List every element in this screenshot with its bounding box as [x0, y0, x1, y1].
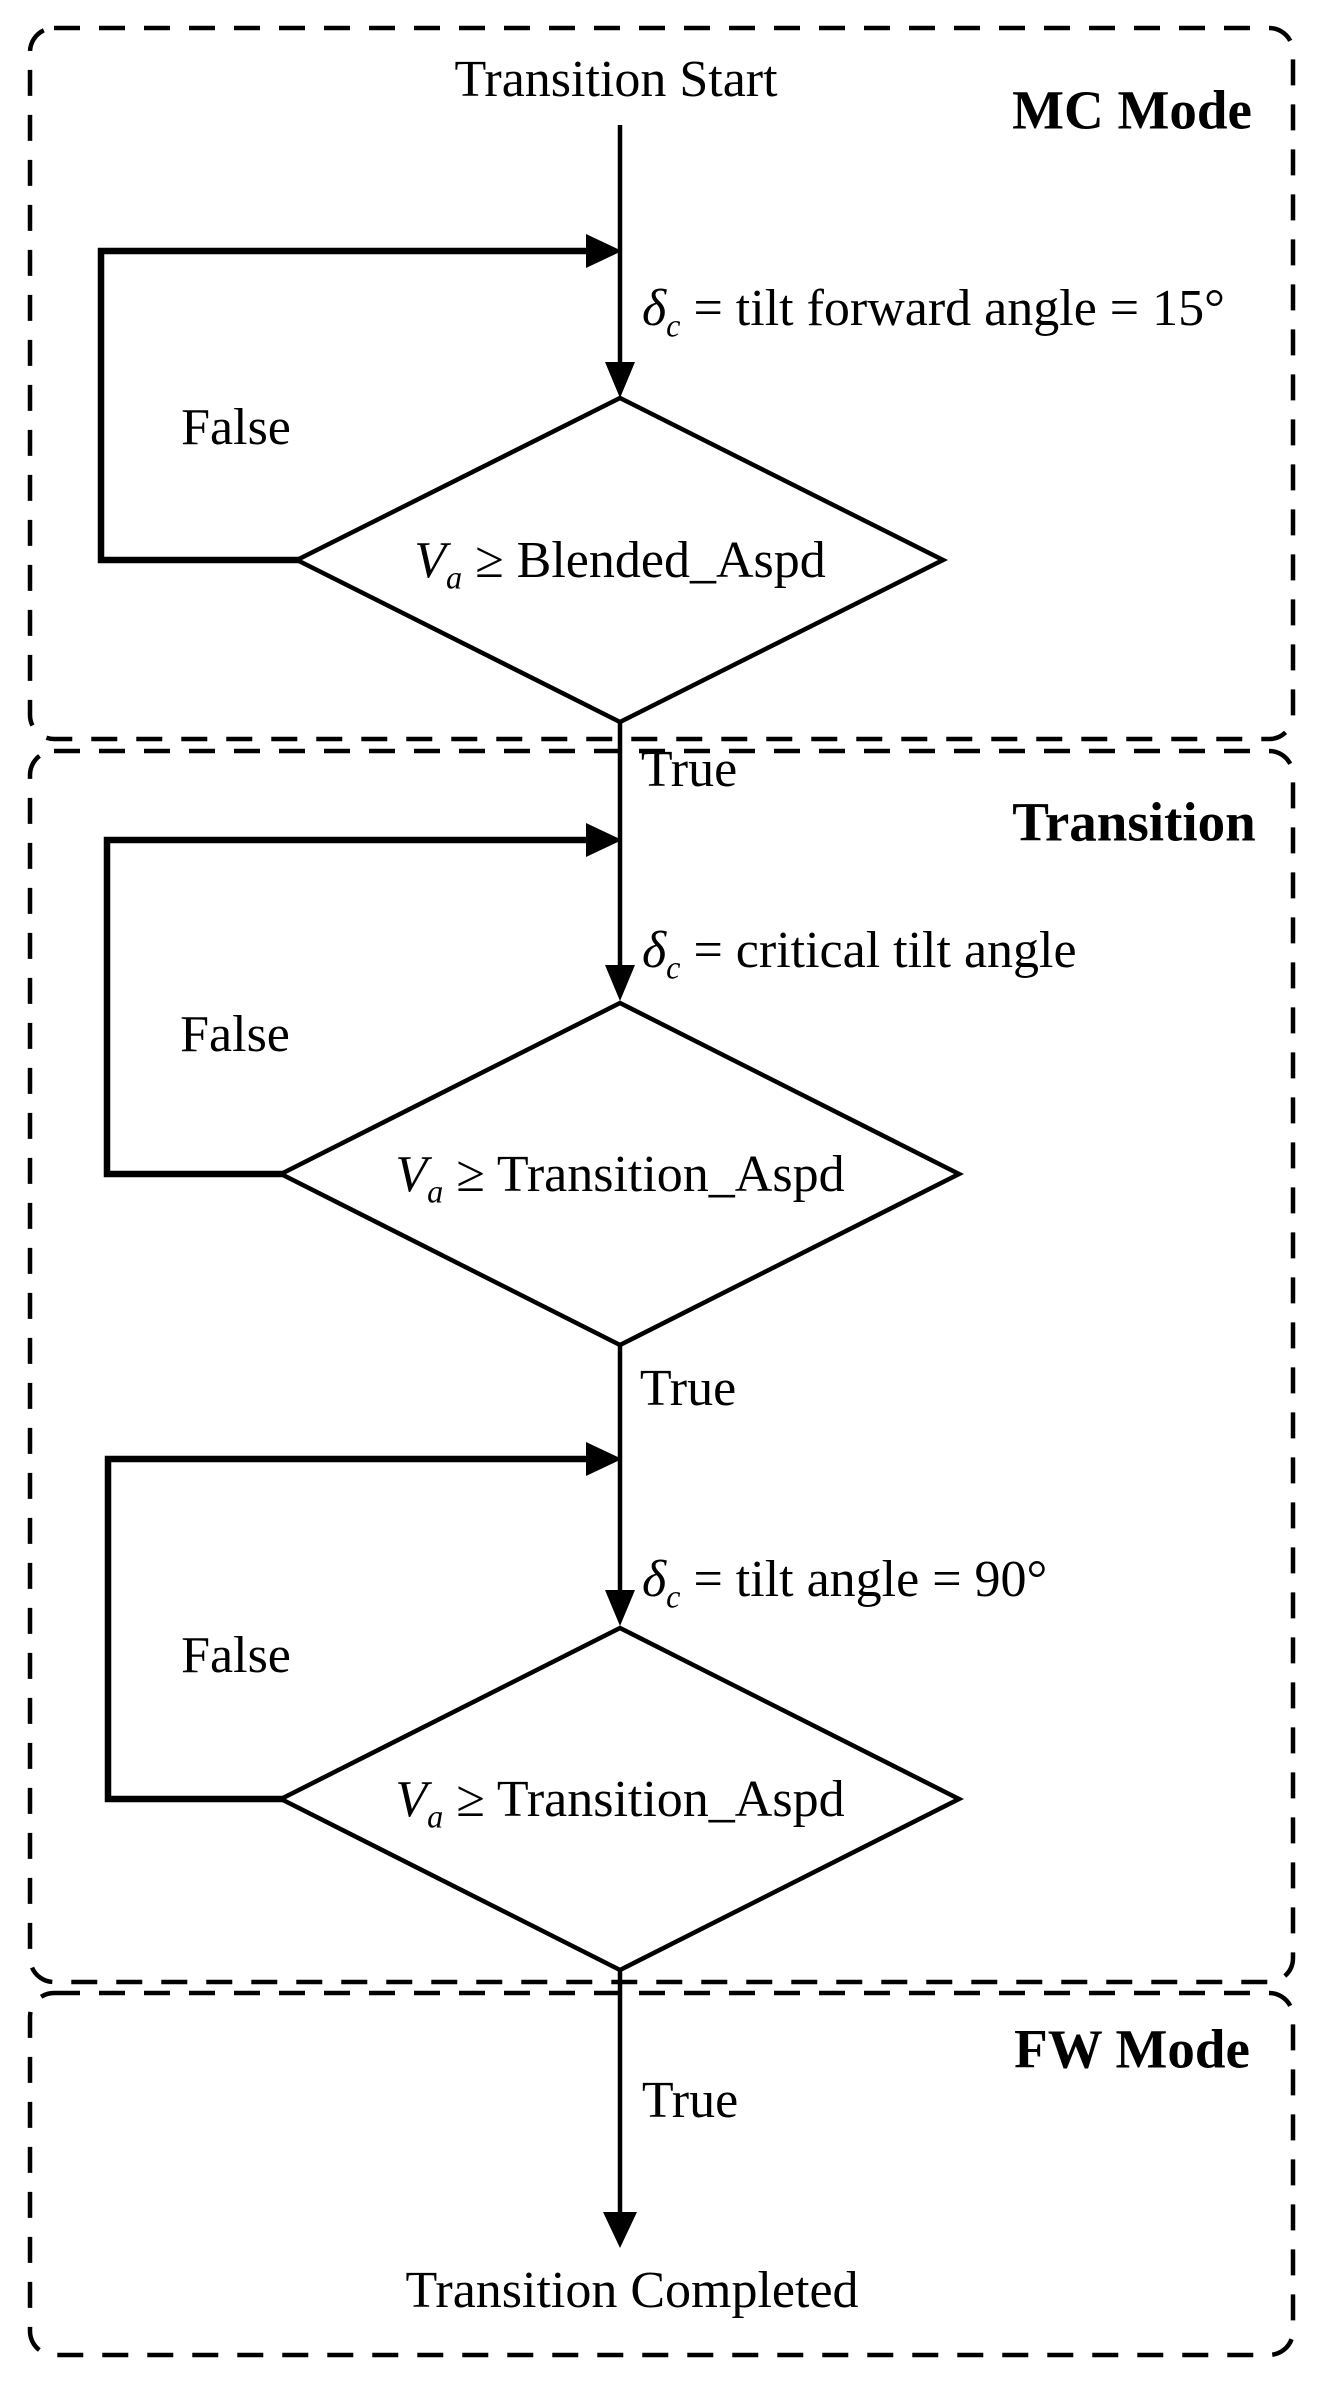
down-arrowhead-2 — [605, 965, 635, 1001]
right-arrowhead-2 — [586, 823, 622, 857]
false-branch-label-3: False — [181, 1627, 291, 1684]
end-node-label: Transition Completed — [405, 2262, 859, 2319]
right-arrowhead-3 — [586, 1442, 622, 1476]
assignment-label-3: δc = tilt angle = 90° — [642, 1551, 1048, 1613]
assignment-text: = tilt angle = 90° — [693, 1551, 1048, 1608]
threshold-name: Transition_Aspd — [496, 1146, 845, 1203]
assignment-text: = critical tilt angle — [693, 922, 1077, 979]
right-arrowhead-1 — [586, 234, 622, 268]
delta-subscript: c — [666, 1578, 681, 1615]
down-arrowhead-1 — [605, 362, 635, 398]
decision-diamond-3 — [276, 1625, 964, 1973]
assignment-label-1: δc = tilt forward angle = 15° — [642, 280, 1225, 342]
true-branch-label-2: True — [639, 1360, 737, 1417]
threshold-name: Blended_Aspd — [516, 532, 826, 589]
velocity-subscript: a — [446, 559, 463, 596]
down-arrowhead-4 — [603, 2212, 637, 2248]
decision-condition-1: Va ≥ Blended_Aspd — [414, 532, 826, 594]
false-loop-2 — [103, 836, 590, 1178]
delta-subscript: c — [666, 949, 681, 986]
velocity-symbol: V — [395, 1771, 428, 1828]
section-title-transition: Transition — [1012, 791, 1256, 853]
assignment-text: = tilt forward angle = 15° — [693, 280, 1225, 337]
threshold-name: Transition_Aspd — [496, 1771, 845, 1828]
true-branch-label-3: True — [641, 2072, 739, 2129]
delta-symbol: δ — [642, 1551, 667, 1608]
delta-symbol: δ — [642, 922, 667, 979]
false-branch-label-1: False — [181, 399, 291, 456]
mc-mode-box — [27, 25, 1296, 742]
delta-subscript: c — [666, 307, 681, 344]
false-loop-1 — [97, 247, 590, 564]
velocity-symbol: V — [414, 532, 446, 589]
velocity-subscript: a — [427, 1173, 444, 1210]
delta-symbol: δ — [642, 280, 667, 337]
decision-diamond-2 — [276, 1000, 964, 1348]
decision-condition-3: Va ≥ Transition_Aspd — [395, 1771, 845, 1833]
decision-diamond-1 — [291, 395, 949, 725]
true-branch-label-1: True — [640, 741, 738, 798]
velocity-symbol: V — [395, 1146, 428, 1203]
geq-operator: ≥ — [456, 1146, 485, 1203]
velocity-subscript: a — [427, 1798, 444, 1835]
transition-box — [27, 748, 1296, 1985]
decision-condition-2: Va ≥ Transition_Aspd — [395, 1146, 845, 1208]
false-loop-3 — [104, 1455, 590, 1803]
geq-operator: ≥ — [456, 1771, 485, 1828]
assignment-label-2: δc = critical tilt angle — [642, 922, 1077, 984]
down-arrowhead-3 — [605, 1590, 635, 1626]
geq-operator: ≥ — [475, 532, 504, 589]
fw-mode-box — [27, 1990, 1296, 2358]
section-title-fw-mode: FW Mode — [1014, 2018, 1250, 2080]
section-title-mc-mode: MC Mode — [1012, 79, 1252, 141]
false-branch-label-2: False — [180, 1006, 290, 1063]
start-node-label: Transition Start — [454, 51, 778, 108]
